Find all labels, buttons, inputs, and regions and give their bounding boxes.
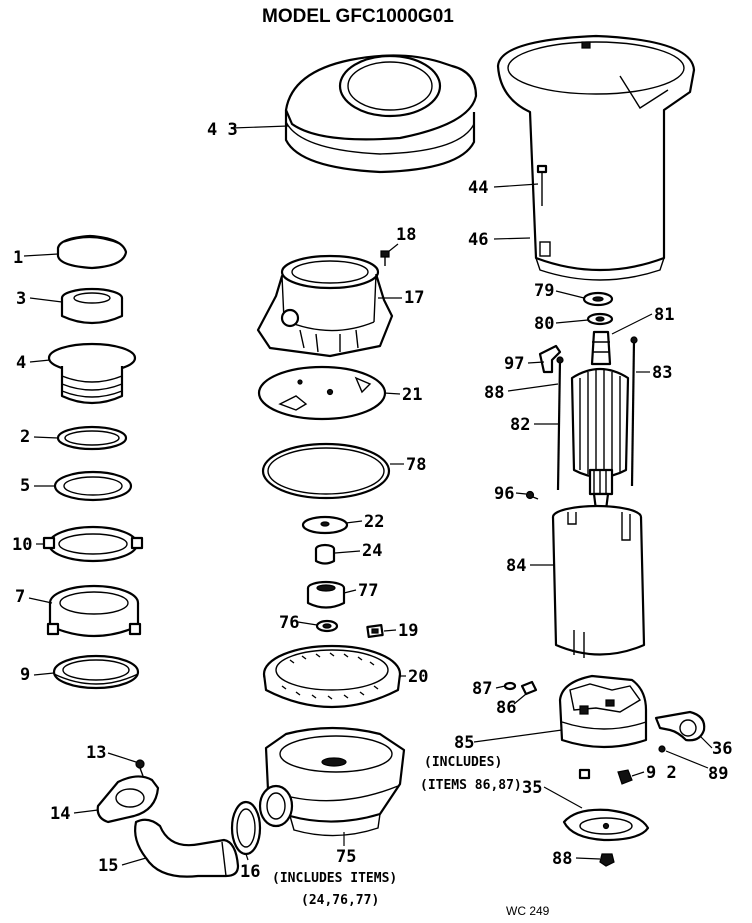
label-14: 14 [50, 804, 70, 824]
label-10: 10 [12, 535, 32, 555]
part-88-lower-screw [599, 853, 615, 867]
label-81: 81 [654, 305, 674, 325]
model-title: MODEL GFC1000G01 [262, 6, 454, 27]
part-2-gasket [56, 425, 128, 451]
label-86: 86 [496, 698, 516, 718]
part-9-ring [52, 654, 140, 690]
part-3-splash-guard [60, 287, 124, 325]
note-85-line1: (INCLUDES) [424, 755, 502, 770]
label-46: 46 [468, 230, 488, 250]
label-83: 83 [652, 363, 672, 383]
part-82-armature [570, 367, 630, 512]
drawing-code: WC 249 [506, 904, 550, 918]
label-82: 82 [510, 415, 530, 435]
label-79: 79 [534, 281, 554, 301]
part-4-sink-flange [47, 342, 137, 405]
part-17-hopper [256, 254, 394, 358]
part-97-bracket [538, 344, 562, 374]
part-80-bearing [586, 312, 614, 326]
label-4: 4 [16, 353, 26, 373]
part-7-mounting-ring [46, 584, 142, 638]
part-75-lower-housing [258, 726, 406, 837]
note-75-line1: (INCLUDES ITEMS) [272, 871, 397, 886]
part-76-seal [315, 619, 339, 633]
note-75-line2: (24,76,77) [301, 893, 379, 908]
label-97: 97 [504, 354, 524, 374]
part-1-stopper-cover [56, 234, 128, 270]
part-35-cover-plate [562, 808, 650, 842]
part-79-washer [582, 291, 614, 307]
label-76: 76 [279, 613, 299, 633]
part-5-backup-ring [53, 470, 133, 502]
part-77-bearing [306, 580, 346, 609]
label-17: 17 [404, 288, 424, 308]
label-88-lower: 88 [552, 849, 572, 869]
part-85-end-bell [558, 674, 648, 749]
label-78: 78 [406, 455, 426, 475]
label-77: 77 [358, 581, 378, 601]
part-92-nut [578, 768, 633, 785]
part-84-stator-housing [551, 504, 646, 658]
label-3: 3 [16, 289, 26, 309]
part-81-rotor-shaft [590, 330, 612, 366]
label-1: 1 [13, 248, 23, 268]
label-87: 87 [472, 679, 492, 699]
part-19-clip [366, 623, 384, 639]
part-43-sound-shield [284, 54, 478, 174]
label-9: 9 [20, 665, 30, 685]
label-5: 5 [20, 476, 30, 496]
label-7: 7 [15, 587, 25, 607]
part-22-washer [301, 515, 349, 535]
label-16: 16 [240, 862, 260, 882]
part-88-through-bolt [556, 356, 564, 491]
label-80: 80 [534, 314, 554, 334]
label-13: 13 [86, 743, 106, 763]
part-36-bracket [654, 710, 706, 742]
part-24-sleeve [314, 543, 336, 565]
label-24: 24 [362, 541, 382, 561]
part-96-screw [525, 490, 539, 500]
part-83-through-bolt [630, 336, 638, 487]
part-78-o-ring [261, 442, 391, 500]
label-18: 18 [396, 225, 416, 245]
part-89-screw [658, 745, 666, 753]
label-21: 21 [402, 385, 422, 405]
note-85-line2: (ITEMS 86,87) [420, 778, 522, 793]
label-44: 44 [468, 178, 488, 198]
part-87-screw [503, 681, 517, 691]
label-2: 2 [20, 427, 30, 447]
part-14-flange [96, 775, 160, 824]
part-10-support-ring [42, 525, 144, 563]
label-96: 96 [494, 484, 514, 504]
label-20: 20 [408, 667, 428, 687]
part-13-screw [135, 759, 145, 777]
part-20-shredder-ring [262, 644, 402, 709]
label-36: 36 [712, 739, 732, 759]
label-89: 89 [708, 764, 728, 784]
label-88-upper: 88 [484, 383, 504, 403]
label-92: 9 2 [646, 763, 677, 783]
label-43: 4 3 [207, 120, 238, 140]
part-86-terminal [520, 680, 538, 696]
part-44-screw [536, 164, 548, 206]
label-19: 19 [398, 621, 418, 641]
label-85: 85 [454, 733, 474, 753]
label-35: 35 [522, 778, 542, 798]
label-75: 75 [336, 847, 356, 867]
part-46-motor-shell [496, 34, 696, 281]
part-21-plate [257, 365, 387, 421]
label-84: 84 [506, 556, 526, 576]
part-18-screw [380, 250, 390, 266]
label-15: 15 [98, 856, 118, 876]
part-16-gasket [230, 800, 262, 856]
label-22: 22 [364, 512, 384, 532]
part-15-discharge-elbow [134, 818, 240, 878]
